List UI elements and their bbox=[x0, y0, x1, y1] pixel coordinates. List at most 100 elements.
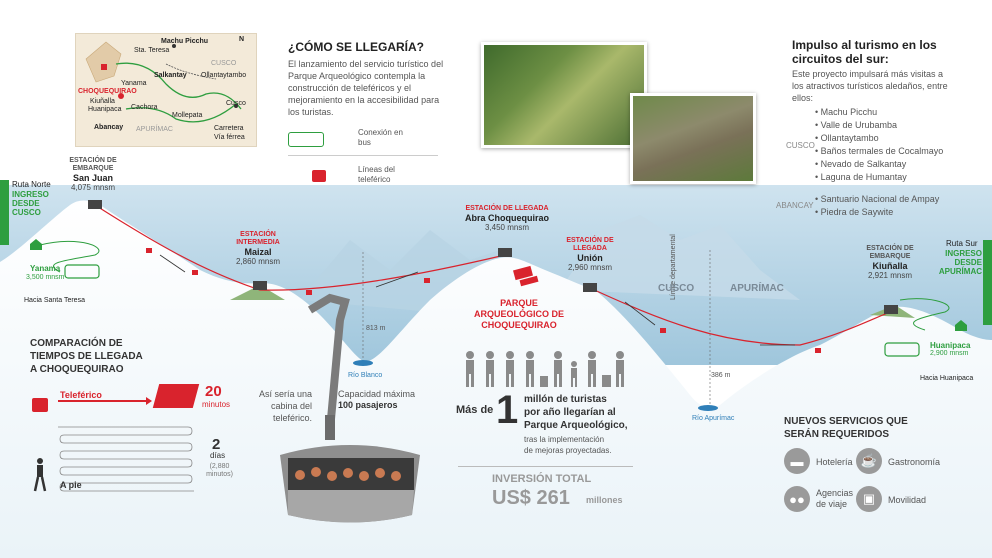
station-maizal: ESTACIÓN INTERMEDIA Maizal 2,860 mnsm bbox=[218, 231, 298, 266]
divider bbox=[458, 466, 633, 467]
ruta-sur-label: Ruta Sur bbox=[946, 239, 978, 248]
map-legend-road: Carretera bbox=[214, 125, 244, 132]
binoculars-icon: ●● bbox=[784, 486, 810, 512]
cable-car-icon bbox=[312, 170, 326, 182]
list-item: • Baños termales de Cocalmayo bbox=[815, 146, 944, 156]
cable-legend-label: Líneas del teleférico bbox=[358, 165, 395, 184]
ruta-norte-label: Ruta Norte bbox=[12, 180, 51, 189]
teleferico-icon bbox=[32, 398, 48, 412]
station-name: Abra Choquequirao bbox=[464, 213, 549, 223]
station-type: ESTACIÓN DE LLEGADA bbox=[465, 205, 549, 212]
turismo-body: Este proyecto impulsará más visitas a lo… bbox=[792, 69, 948, 103]
bus-legend-label: Conexión en bus bbox=[358, 128, 403, 147]
station-alt: 2,960 mnsm bbox=[567, 263, 613, 272]
station-abra-choquequirao: ESTACIÓN DE LLEGADA Abra Choquequirao 3,… bbox=[462, 205, 552, 232]
map-label-ollantaytambo: Ollantaytambo bbox=[201, 72, 247, 79]
capacidad-value: 100 pasajeros bbox=[338, 400, 398, 410]
station-name: San Juan bbox=[72, 173, 113, 183]
station-type: ESTACIÓN INTERMEDIA bbox=[236, 231, 280, 246]
parque-label: PARQUE ARQUEOLÓGICO DE CHOQUEQUIRAO bbox=[474, 298, 565, 330]
cable-car-illustration bbox=[280, 293, 420, 523]
turistas-line5: de mejoras proyectadas. bbox=[524, 446, 612, 455]
comparacion-title: COMPARACIÓN DE TIEMPOS DE LLEGADA A CHOQ… bbox=[30, 338, 143, 375]
coffee-cup-icon: ☕ bbox=[856, 448, 882, 474]
station-type: ESTACIÓN DE EMBARQUE bbox=[69, 157, 117, 172]
list-item: • Santuario Nacional de Ampay bbox=[815, 194, 940, 204]
station-kiunalla: ESTACIÓN DE EMBARQUE Kiuñalla 2,921 mnsm bbox=[855, 245, 925, 280]
map-label-salkantay: Salkantay bbox=[154, 72, 187, 79]
list-item: • Machu Picchu bbox=[815, 107, 878, 117]
servicio-gastronomia: Gastronomía bbox=[888, 457, 941, 467]
map-label-huanipaca: Huanipaca bbox=[88, 106, 122, 113]
rio-apurimac-label: Río Apurímac bbox=[692, 415, 735, 422]
como-title: ¿CÓMO SE LLEGARÍA? bbox=[288, 40, 424, 54]
teleferico-time: 20 bbox=[205, 383, 222, 400]
list-item: • Nevado de Salkantay bbox=[815, 159, 907, 169]
a-pie-lines bbox=[58, 426, 194, 492]
bed-icon: ▬ bbox=[784, 448, 810, 474]
map-label-sta-teresa: Sta. Teresa bbox=[134, 47, 170, 54]
teleferico-label: Teleférico bbox=[60, 390, 102, 400]
a-pie-unit: días bbox=[210, 451, 226, 460]
map-label-cusco-region: CUSCO bbox=[211, 60, 237, 67]
station-alt: 4,075 mnsm bbox=[70, 183, 116, 192]
photo-ruins bbox=[630, 93, 756, 184]
bus-service-icon: ▣ bbox=[856, 486, 882, 512]
station-type: ESTACIÓN DE EMBARQUE bbox=[866, 245, 914, 260]
yanama-name: Yanama bbox=[30, 264, 61, 273]
apurimac-region-label: APURÍMAC bbox=[730, 283, 784, 294]
servicio-hoteleria: Hotelería bbox=[816, 457, 853, 467]
list-item: • Laguna de Humantay bbox=[815, 172, 907, 182]
region-map: Machu Picchu Sta. Teresa CUSCO Salkantay… bbox=[75, 33, 257, 147]
turistas-line1: millón de turistas bbox=[524, 394, 607, 405]
servicios-title: NUEVOS SERVICIOS QUE SERÁN REQUERIDOS bbox=[784, 416, 908, 440]
hacia-huanipaca: Hacia Huanipaca bbox=[920, 375, 974, 382]
map-label-kiunalla: Kiuñalla bbox=[90, 98, 115, 105]
cusco-group-label: CUSCO bbox=[786, 141, 815, 150]
station-alt: 2,921 mnsm bbox=[867, 271, 913, 280]
a-pie-time: 2 bbox=[212, 436, 221, 453]
station-union: ESTACIÓN DE LLEGADA Unión 2,960 mnsm bbox=[555, 237, 625, 272]
divider bbox=[288, 155, 438, 156]
turismo-title: Impulso al turismo en los circuitos del … bbox=[792, 38, 937, 66]
teleferico-site-icon bbox=[152, 384, 200, 408]
station-name: Unión bbox=[577, 253, 603, 263]
hiker-icon bbox=[33, 458, 47, 492]
inversion-amount: US$ 261 bbox=[492, 487, 570, 509]
teleferico-arrow bbox=[58, 400, 148, 402]
cusco-region-label: CUSCO bbox=[658, 283, 695, 294]
yanama-alt: 3,500 mnsm bbox=[26, 274, 65, 281]
station-san-juan: ESTACIÓN DE EMBARQUE San Juan 4,075 mnsm bbox=[48, 157, 138, 192]
turistas-line3: Parque Arqueológico, bbox=[524, 420, 628, 431]
map-label-apurimac-region: APURÍMAC bbox=[136, 126, 173, 133]
abancay-attractions-list: • Santuario Nacional de Ampay • Piedra d… bbox=[815, 193, 939, 219]
hacia-santa-teresa: Hacia Santa Teresa bbox=[24, 297, 85, 304]
a-pie-minutes: (2,880 minutos) bbox=[206, 463, 233, 478]
abancay-group-label: ABANCAY bbox=[776, 201, 814, 210]
station-name: Maizal bbox=[244, 247, 272, 257]
servicio-agencias: Agencias de viaje bbox=[816, 488, 854, 509]
rio-apurimac-depth: 386 m bbox=[711, 372, 731, 379]
turistas-mas-de: Más de bbox=[456, 404, 494, 416]
servicio-movilidad: Movilidad bbox=[888, 495, 927, 505]
capacidad-label: Capacidad máxima bbox=[338, 389, 416, 399]
map-label-mollepata: Mollepata bbox=[172, 112, 203, 119]
ingreso-apurimac-label: INGRESO DESDE APURÍMAC bbox=[938, 249, 982, 276]
inversion-unit: millones bbox=[586, 495, 623, 505]
huanipaca-name: Huanipaca bbox=[930, 341, 971, 350]
list-item: • Ollantaytambo bbox=[815, 133, 879, 143]
turistas-number: 1 bbox=[496, 388, 519, 432]
station-name: Kiuñalla bbox=[872, 261, 908, 271]
ingreso-cusco-label: INGRESO DESDE CUSCO bbox=[12, 190, 49, 217]
bus-icon bbox=[288, 132, 324, 147]
turistas-line4: tras la implementación bbox=[524, 435, 605, 444]
rio-blanco-label: Río Blanco bbox=[348, 372, 383, 379]
north-indicator: N bbox=[239, 36, 245, 43]
como-body: El lanzamiento del servicio turístico de… bbox=[288, 59, 444, 117]
map-label-choquequirao: CHOQUEQUIRAO bbox=[78, 88, 137, 95]
teleferico-arrow-head bbox=[146, 397, 152, 405]
list-item: • Valle de Urubamba bbox=[815, 120, 898, 130]
list-item: • Piedra de Saywite bbox=[815, 207, 894, 217]
huanipaca-alt: 2,900 mnsm bbox=[930, 350, 969, 357]
